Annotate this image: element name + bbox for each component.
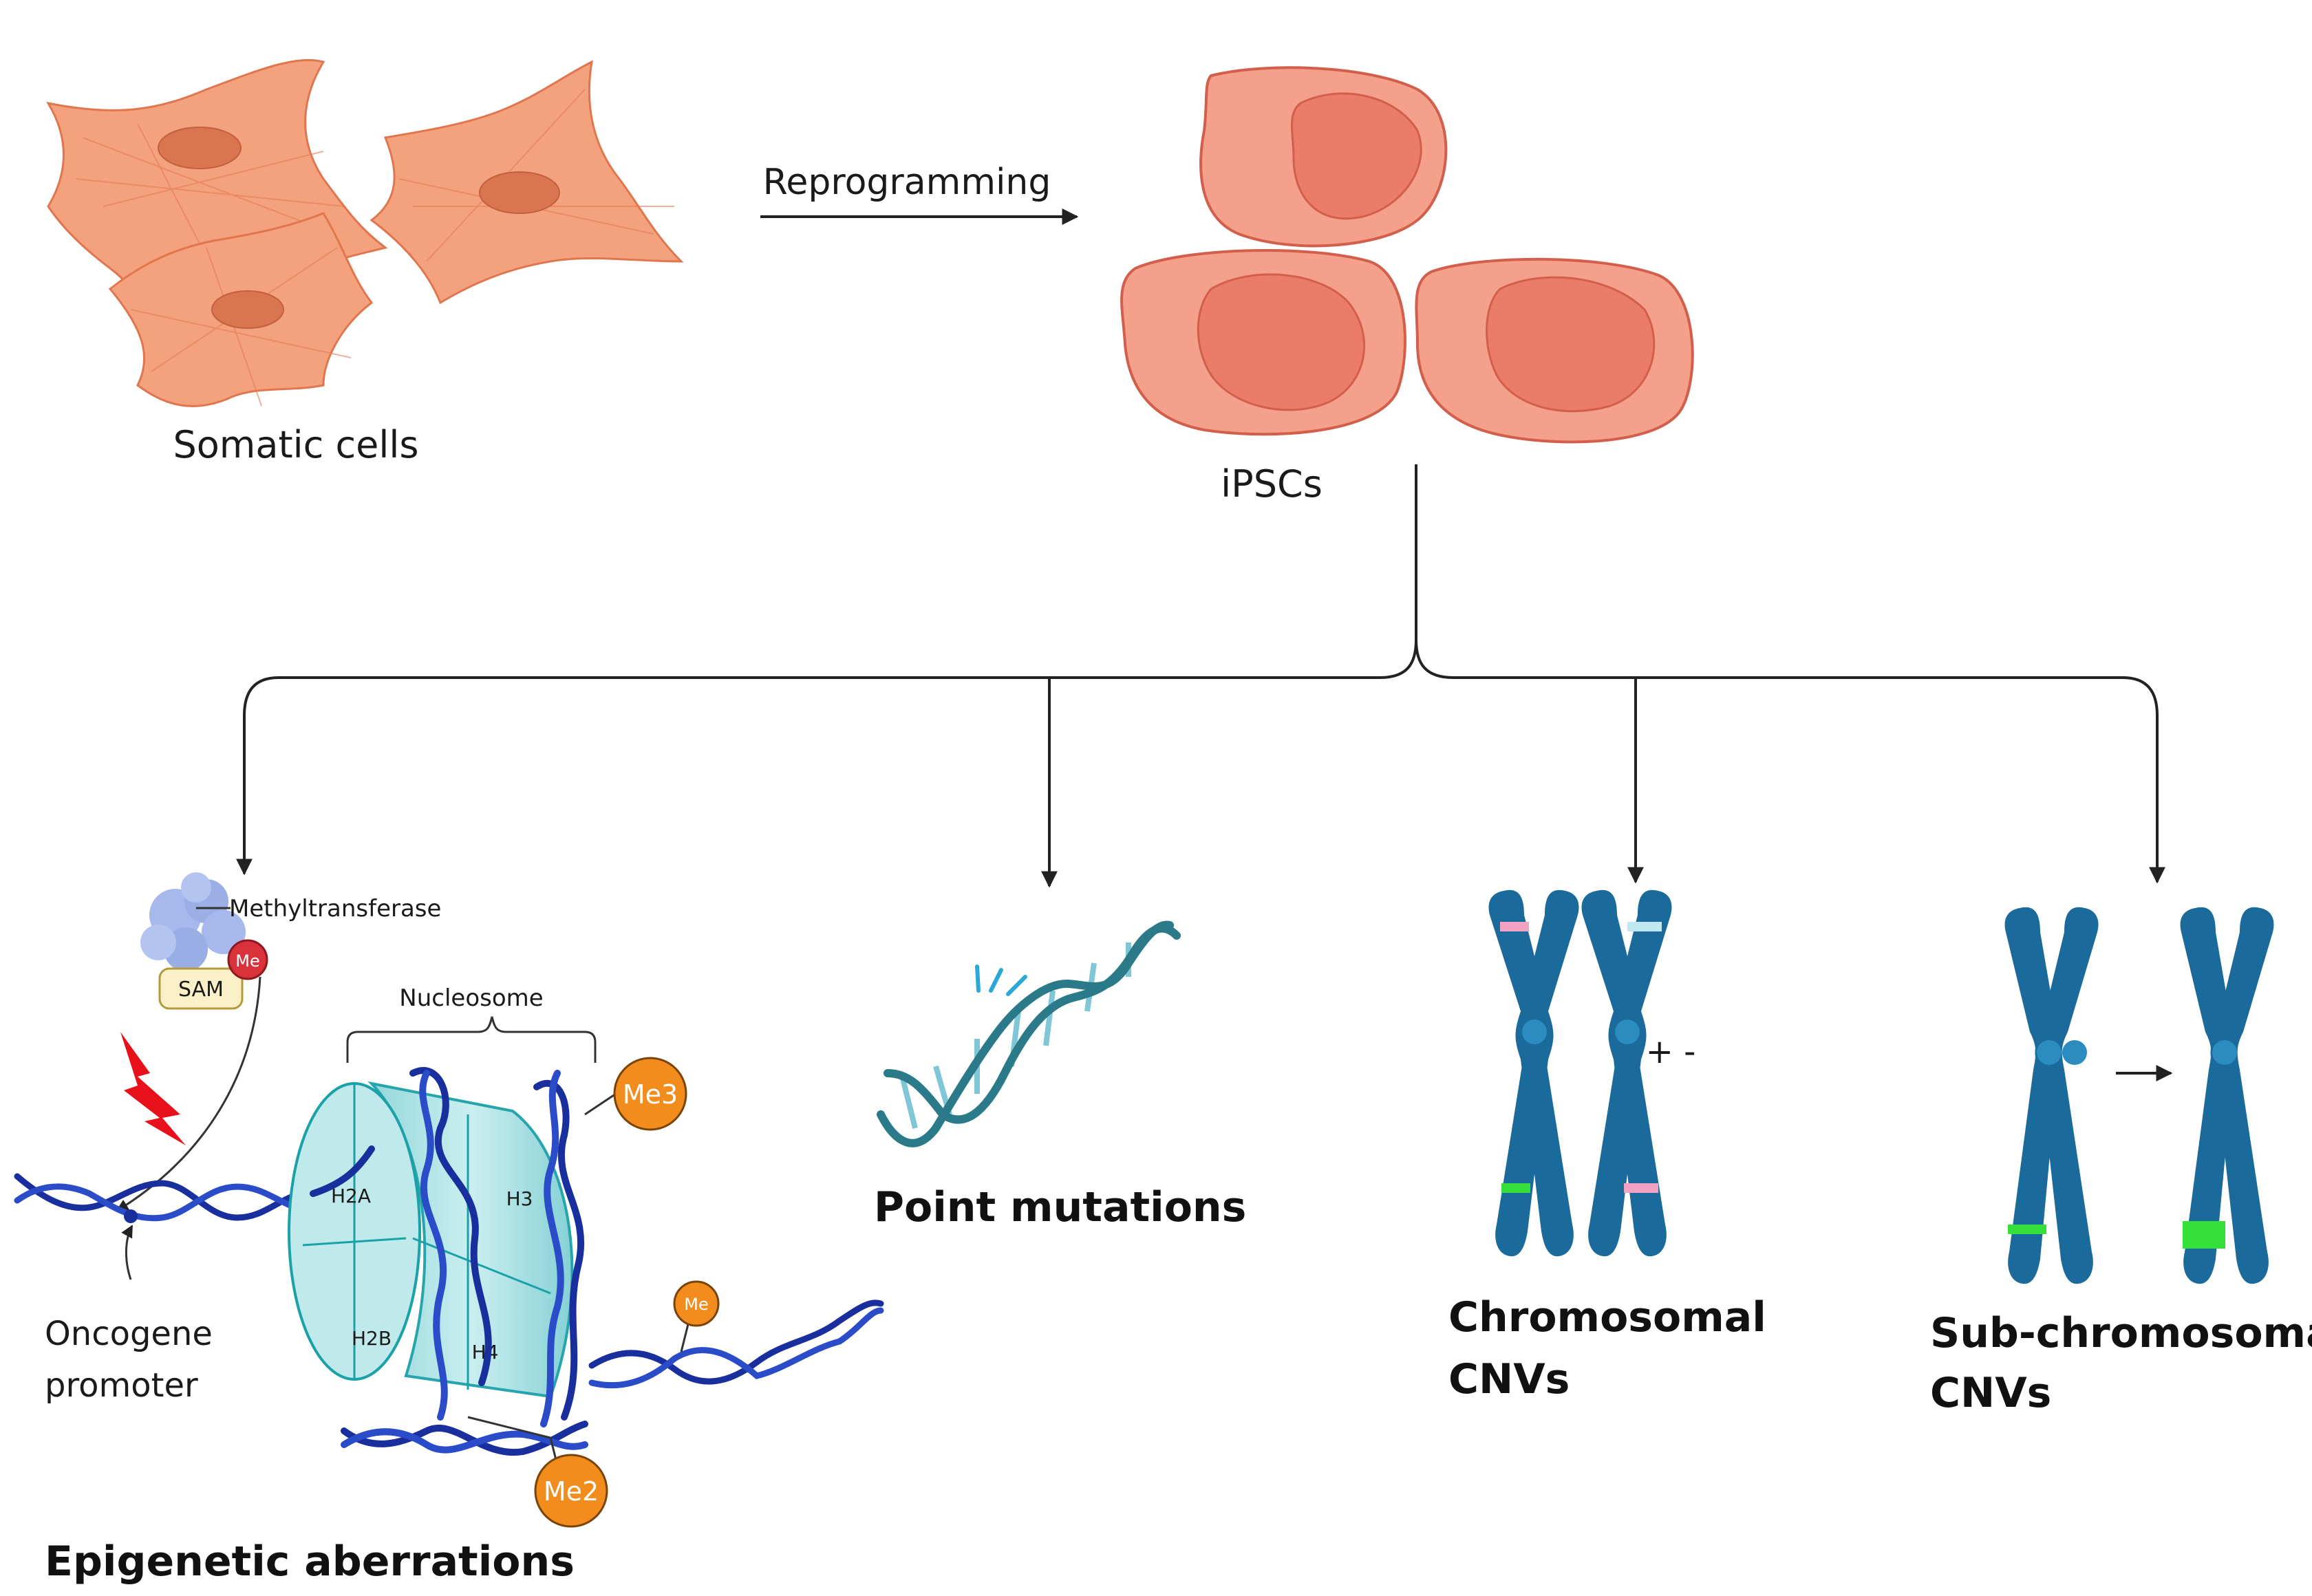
chromosomal-cnv-illustration — [1488, 889, 1672, 1257]
oncogene-label-line2: promoter — [45, 1366, 198, 1405]
ipscs-label: iPSCs — [1221, 462, 1323, 506]
h2a-label: H2A — [331, 1185, 371, 1207]
epigenetic-aberrations-illustration: Methyltransferase SAM Me Oncogene promot… — [14, 872, 884, 1528]
me-red-label: Me — [235, 951, 259, 971]
sub-chromosomal-cnvs-label-line1: Sub-chromosomal — [1930, 1309, 2312, 1357]
point-mutation-dna-icon — [877, 920, 1181, 1147]
sam-label: SAM — [178, 978, 224, 1002]
epigenetic-aberrations-label: Epigenetic aberrations — [45, 1538, 575, 1586]
sub-chromosomal-cnv-illustration — [2004, 907, 2274, 1284]
somatic-cell — [370, 60, 684, 305]
nucleosome-label: Nucleosome — [399, 984, 543, 1012]
sub-chromosomal-cnvs-label-line2: CNVs — [1930, 1369, 2051, 1417]
mutation-spark-icon — [975, 964, 1027, 996]
ipsc-cell — [1415, 257, 1694, 444]
me2-label: Me2 — [544, 1476, 599, 1507]
me3-circle — [613, 1057, 687, 1131]
sam-box — [158, 967, 244, 1010]
somatic-cells-label: Somatic cells — [173, 423, 418, 466]
methyltransferase-label: Methyltransferase — [229, 895, 441, 923]
me-orange-label: Me — [684, 1295, 708, 1314]
point-mutations-label: Point mutations — [874, 1183, 1246, 1231]
h2b-label: H2B — [352, 1327, 392, 1350]
nucleosome-bracket — [346, 1016, 597, 1063]
somatic-cell — [108, 212, 374, 407]
lightning-icon — [120, 1032, 186, 1145]
chromosomal-cnvs-label-line2: CNVs — [1448, 1355, 1570, 1403]
promoter-pointer — [121, 1225, 133, 1280]
me-orange-circle — [673, 1280, 720, 1327]
me-red-circle — [227, 939, 268, 980]
oncogene-label-line1: Oncogene — [45, 1315, 213, 1353]
promoter-marker — [124, 1209, 138, 1223]
chromosome — [1488, 889, 1579, 1257]
dna-strand-right — [588, 1300, 884, 1389]
me3-label: Me3 — [623, 1079, 678, 1110]
chromosome — [1581, 889, 1672, 1257]
dna-wrap — [310, 1067, 588, 1456]
chromosomal-cnvs-label-line1: Chromosomal — [1448, 1293, 1766, 1341]
somatic-cells-illustration — [45, 58, 684, 407]
chromosome — [2004, 907, 2099, 1284]
dna-strand-left — [14, 1173, 317, 1222]
reprogramming-label: Reprogramming — [763, 162, 1051, 203]
ipsc-cell — [1199, 66, 1448, 248]
branch-connector — [236, 464, 2165, 888]
plus-minus-label: + - — [1646, 1033, 1696, 1071]
me2-circle — [534, 1454, 608, 1528]
ipsc-cell — [1120, 249, 1406, 436]
methyltransferase-enzyme — [140, 872, 246, 971]
ipsc-cells-illustration — [1120, 66, 1694, 444]
chromosome — [2180, 907, 2274, 1284]
h3-label: H3 — [506, 1187, 533, 1210]
